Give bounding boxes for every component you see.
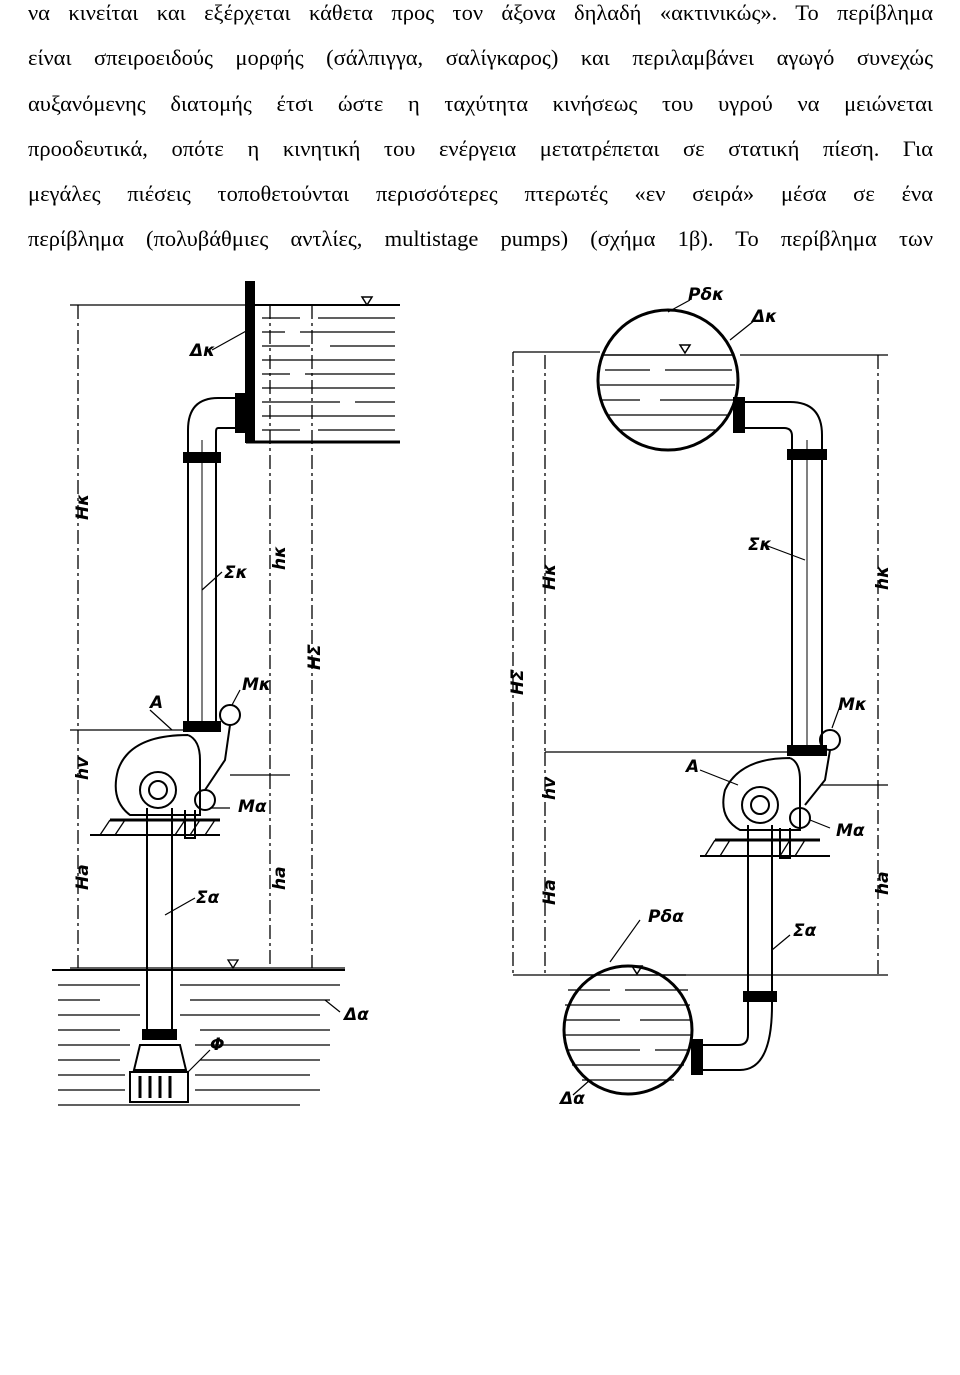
pressure-gauge-mk-left — [204, 704, 241, 791]
label-Hk: Hκ — [540, 564, 560, 590]
text-line: αυξανόμενης διατομής έτσι ώστε η ταχύτητ… — [28, 90, 933, 116]
body-text: να κινείται και εξέρχεται κάθετα προς το… — [28, 0, 933, 272]
upper-tank — [245, 281, 400, 444]
label-Ha: Ha — [540, 879, 560, 905]
discharge-pipe-left — [183, 393, 247, 732]
leader-lines-right — [572, 299, 841, 1096]
text-line: περίβλημα (πολυβάθμιες αντλίες, multista… — [28, 226, 933, 252]
label-A: Α — [684, 757, 699, 777]
vacuum-gauge-ma-right — [779, 807, 811, 859]
label-Sa: Σα — [196, 888, 220, 908]
label-ha: ha — [270, 866, 290, 890]
label-HS: HΣ — [305, 644, 325, 670]
label-Sk: Σκ — [224, 563, 248, 583]
label-Ha: Ha — [73, 864, 93, 890]
label-HS: HΣ — [508, 669, 528, 695]
vacuum-gauge-ma-left — [184, 789, 216, 839]
label-F: Φ — [210, 1035, 224, 1055]
label-Rda: Ρδα — [648, 907, 684, 927]
label-Da: Δα — [342, 1005, 369, 1025]
label-Mk: Μκ — [838, 695, 867, 715]
label-hv: hv — [73, 756, 93, 780]
label-Ma: Μα — [238, 797, 267, 817]
pump-casing-left — [90, 734, 220, 836]
label-Mk: Μκ — [242, 675, 271, 695]
leader-lines-left — [149, 329, 341, 1073]
label-Dk: Δκ — [188, 341, 215, 361]
pressure-gauge-mk-right — [804, 729, 841, 806]
pump-casing-right — [700, 757, 830, 857]
discharge-pipe-right — [744, 401, 827, 756]
label-Sa: Σα — [793, 921, 817, 941]
label-Hk: Hκ — [73, 494, 93, 520]
label-Sk: Σκ — [748, 535, 772, 555]
labels-left: Δκ Σκ Μκ Α Μα Σα Δα Φ Hκ hκ HΣ hv Ha ha — [73, 341, 369, 1055]
label-Ma: Μα — [836, 821, 865, 841]
label-Dk: Δκ — [750, 307, 777, 327]
text-line: είναι σπειροειδούς μορφής (σάλπιγγα, σαλ… — [28, 45, 933, 71]
upper-vessel — [596, 308, 745, 452]
figure-left — [52, 281, 400, 1106]
text-line: προοδευτικά, οπότε η κινητική του ενέργε… — [28, 135, 933, 161]
figure-right — [512, 299, 888, 1096]
text-line: μεγάλες πιέσεις τοποθετούνται περισσότερ… — [28, 181, 933, 207]
lower-reservoir-left — [52, 959, 345, 1106]
suction-pipe-left — [129, 808, 189, 1103]
label-hk: hκ — [270, 546, 290, 570]
label-Da: Δα — [558, 1089, 585, 1109]
text-line: να κινείται και εξέρχεται κάθετα προς το… — [28, 0, 933, 25]
dimension-lines-left — [70, 304, 345, 969]
labels-right: Ρδκ Δκ Σκ Μκ Α Μα Ρδα Σα Δα Hκ hκ HΣ hv … — [508, 285, 893, 1109]
suction-pipe-right — [691, 825, 777, 1075]
label-hk: hκ — [873, 566, 893, 590]
label-ha: ha — [873, 871, 893, 895]
label-A: Α — [148, 693, 163, 713]
lower-vessel — [562, 964, 694, 1096]
dimension-lines-right — [512, 351, 888, 976]
label-hv: hv — [540, 776, 560, 800]
label-Rdk: Ρδκ — [688, 285, 724, 305]
